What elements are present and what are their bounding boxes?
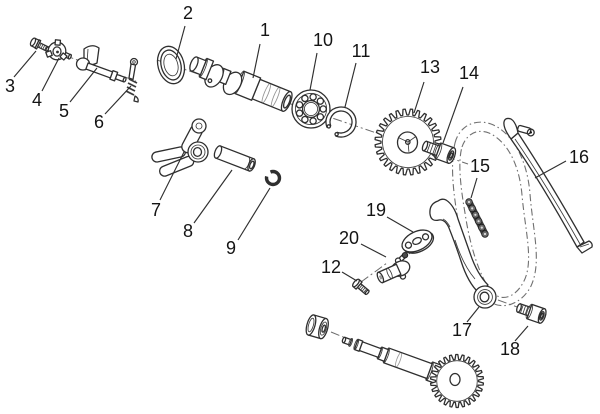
callout-leader-line bbox=[360, 243, 387, 258]
callout-label-17: 17 bbox=[452, 320, 472, 340]
callout-label-5: 5 bbox=[59, 101, 69, 121]
callout-leader-line bbox=[175, 25, 186, 60]
callout-leader-line bbox=[442, 86, 464, 144]
callout-label-9: 9 bbox=[226, 238, 236, 258]
callout-leader-line bbox=[534, 160, 567, 179]
callout-leader-line bbox=[309, 52, 318, 91]
callout-label-13: 13 bbox=[420, 57, 440, 77]
callout-label-10: 10 bbox=[313, 30, 333, 50]
callout-label-11: 11 bbox=[352, 41, 371, 61]
rocker-pin bbox=[213, 145, 256, 172]
callout-leader-line bbox=[159, 151, 185, 201]
callout-label-19: 19 bbox=[366, 200, 386, 220]
circlip-small bbox=[264, 169, 282, 187]
callout-leader-line bbox=[466, 306, 480, 323]
circlip-large bbox=[325, 106, 357, 138]
chain-tensioner-arm bbox=[429, 198, 497, 309]
callout-leader-line bbox=[69, 67, 98, 103]
callout-label-1: 1 bbox=[260, 20, 270, 40]
decompressor-weight bbox=[45, 39, 72, 61]
camshaft-illustration bbox=[189, 56, 293, 112]
tensioner-gasket bbox=[401, 229, 435, 254]
balance-shaft-roller bbox=[305, 314, 329, 340]
callout-label-2: 2 bbox=[183, 3, 193, 23]
camshaft-seal-ring bbox=[156, 45, 186, 85]
balance-shaft-gear bbox=[429, 353, 485, 409]
callout-label-8: 8 bbox=[183, 221, 193, 241]
callout-leader-line bbox=[13, 50, 37, 78]
callout-leader-line bbox=[344, 62, 357, 108]
return-spring-lever bbox=[125, 57, 139, 103]
callout-label-20: 20 bbox=[339, 228, 359, 248]
chain-tensioner-body bbox=[376, 251, 411, 284]
callout-label-6: 6 bbox=[94, 112, 104, 132]
callout-leader-line bbox=[514, 325, 529, 342]
callout-leader-line bbox=[386, 216, 414, 233]
callout-label-15: 15 bbox=[470, 156, 490, 176]
callout-leader-line bbox=[237, 187, 271, 241]
cam-lever-shaft bbox=[75, 45, 127, 83]
callout-label-16: 16 bbox=[569, 147, 589, 167]
rocker-arm-fork bbox=[151, 118, 209, 177]
callout-label-7: 7 bbox=[151, 200, 161, 220]
callout-label-4: 4 bbox=[32, 90, 42, 110]
chain-joint-segment bbox=[465, 198, 489, 238]
callout-label-14: 14 bbox=[459, 63, 479, 83]
callout-label-12: 12 bbox=[321, 257, 341, 277]
chain-guide-blade bbox=[503, 117, 593, 254]
callout-leader-line bbox=[252, 43, 261, 79]
ball-bearing bbox=[291, 89, 331, 129]
callout-label-18: 18 bbox=[500, 339, 520, 359]
timing-gear bbox=[374, 108, 442, 176]
callout-leader-line bbox=[104, 85, 132, 115]
callout-label-3: 3 bbox=[5, 76, 15, 96]
callout-leader-line bbox=[41, 57, 60, 92]
tensioner-bolt bbox=[352, 278, 370, 296]
bolt-small bbox=[29, 37, 50, 52]
arm-pivot-bolt bbox=[516, 303, 547, 324]
gear-shoulder-bolt bbox=[421, 140, 457, 165]
callout-leader-line bbox=[413, 81, 425, 114]
callout-leader-line bbox=[470, 177, 478, 199]
callout-leader-line bbox=[341, 271, 358, 282]
callout-leader-line bbox=[193, 169, 233, 224]
